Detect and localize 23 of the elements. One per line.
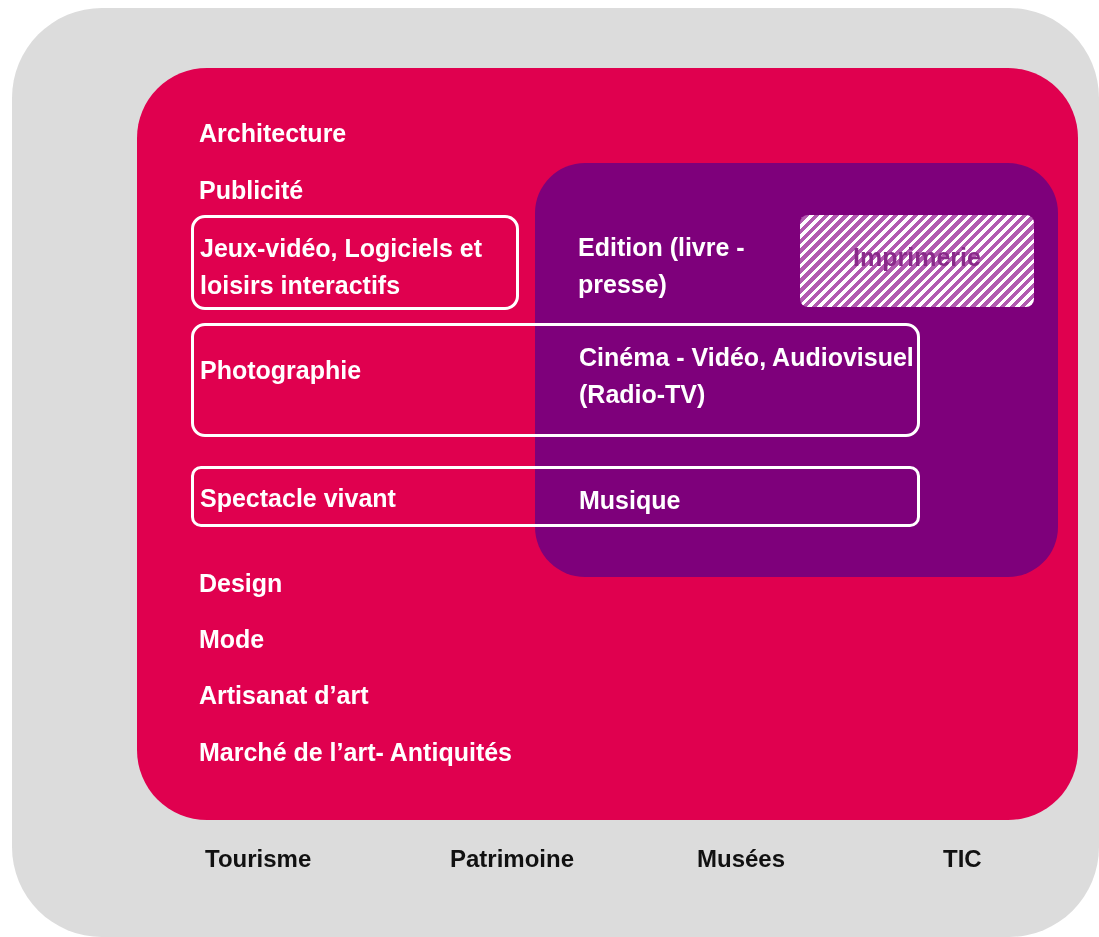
sector-group-box — [191, 466, 920, 527]
sector-label: Tourisme — [205, 844, 312, 874]
sector-label: Architecture — [199, 118, 347, 149]
sector-group-box — [191, 215, 519, 310]
hatched-box — [800, 215, 1034, 307]
outer-panel — [12, 8, 1099, 937]
sector-label: Mode — [199, 624, 265, 655]
sector-label: Edition (livre - presse) — [578, 232, 746, 300]
sector-label: Musées — [697, 844, 786, 874]
sector-label: Cinéma - Vidéo, Audiovisuel (Radio-TV) — [579, 342, 915, 410]
sector-label: Musique — [579, 485, 681, 516]
sector-group-box — [191, 323, 920, 437]
sector-label: Design — [199, 568, 283, 599]
creative-sector-region — [137, 68, 1078, 820]
sector-label: Marché de l’art- Antiquités — [199, 737, 512, 768]
sector-label: Jeux-vidéo, Logiciels et loisirs interactifs — [200, 233, 484, 301]
sector-label: Publicité — [199, 175, 304, 206]
sector-label: Artisanat d’art — [199, 680, 369, 711]
industry-region — [535, 163, 1058, 577]
sector-label: Photographie — [200, 355, 362, 386]
sector-label: TIC — [943, 844, 982, 874]
sector-label: Spectacle vivant — [200, 483, 396, 514]
sector-label: Patrimoine — [450, 844, 575, 874]
